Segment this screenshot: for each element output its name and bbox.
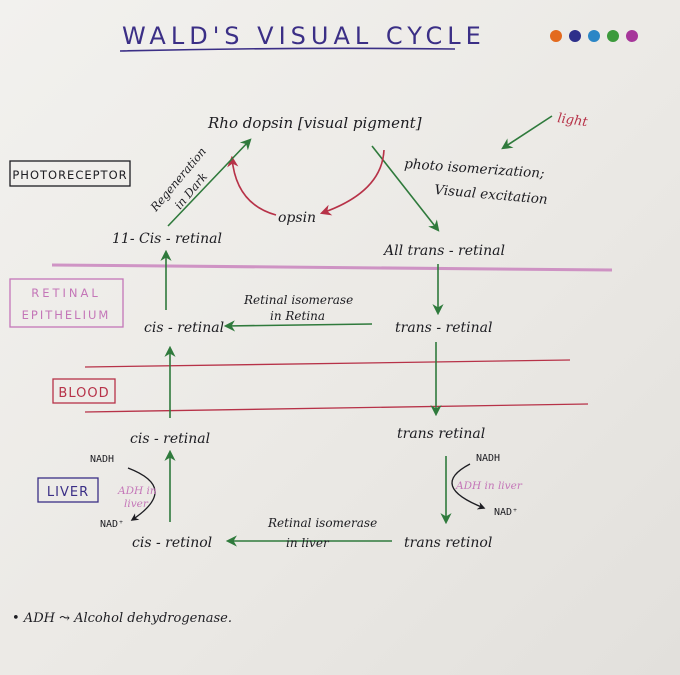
photoreceptor-region-label: PHOTORECEPTOR (9, 160, 131, 187)
nad-right-label: NAD⁺ (494, 507, 518, 518)
photoisomerization-label: photo isomerization; (404, 156, 545, 182)
isomerase-liver-label-line1: Retinal isomerase (267, 516, 377, 530)
title-underline (119, 47, 456, 52)
blue-dot (588, 30, 600, 42)
light-label: light (556, 111, 589, 130)
green-dot (607, 30, 619, 42)
opsin-to-rhodopsin-arrow (227, 155, 277, 216)
all-trans-retinal-node: All trans - retinal (382, 243, 505, 259)
isomerase-retina-label-line2: in Retina (270, 309, 325, 323)
page-title: WALD'S VISUAL CYCLE (122, 22, 486, 50)
blood-text: BLOOD (58, 386, 109, 401)
cis-retinal-epithelium-node: cis - retinal (144, 320, 224, 336)
nadh-nad-curve-right (451, 463, 486, 510)
visual-excitation-label: Visual excitation (434, 182, 549, 208)
nadh-nad-curve-left (127, 467, 156, 521)
light-arrow (501, 115, 553, 150)
adh-right-label: ADH in liver (455, 480, 523, 492)
nadh-right-label: NADH (476, 453, 500, 464)
rhodopsin-node: Rho dopsin [visual pigment] (207, 114, 422, 132)
retinal-epithelium-region-label: RETINAL EPITHELIUM (9, 278, 124, 328)
adh-left-label-line2: liver (124, 498, 149, 510)
nad-left-label: NAD⁺ (100, 519, 124, 530)
rhodopsin-to-opsin-arrow (319, 149, 385, 216)
photoreceptor-text: PHOTORECEPTOR (12, 168, 127, 182)
isomerase-liver-label-line2: in liver (286, 536, 330, 550)
epithelium-boundary-line (51, 263, 613, 272)
blood-lower-line (84, 403, 589, 413)
epithelium-text: EPITHELIUM (22, 308, 111, 322)
cis-retinal-liver-node: cis - retinal (130, 431, 210, 447)
color-dots (550, 30, 638, 42)
cis-retinol-node: cis - retinol (132, 535, 212, 551)
trans-retinol-node: trans retinol (404, 535, 492, 551)
eleven-cis-retinal-node: 11- Cis - retinal (112, 231, 222, 247)
isomerase-retina-label-line1: Retinal isomerase (243, 293, 353, 307)
opsin-node: opsin (278, 210, 316, 226)
blood-region-label: BLOOD (52, 378, 116, 404)
magenta-dot (626, 30, 638, 42)
trans-retinal-liver-node: trans retinal (397, 426, 485, 442)
isomerase-retina-arrow (223, 320, 373, 332)
liver-text: LIVER (47, 485, 89, 500)
regeneration-arrow (167, 138, 252, 227)
trans-retinal-epithelium-node: trans - retinal (395, 320, 492, 336)
footnote: • ADH ⤳ Alcohol dehydrogenase. (12, 611, 232, 626)
nadh-left-label: NADH (90, 454, 114, 465)
liver-region-label: LIVER (37, 477, 99, 503)
retinal-text: RETINAL (31, 286, 101, 300)
orange-dot (550, 30, 562, 42)
blood-upper-line (84, 359, 571, 368)
navy-dot (569, 30, 581, 42)
adh-left-label-line1: ADH in (117, 485, 157, 497)
